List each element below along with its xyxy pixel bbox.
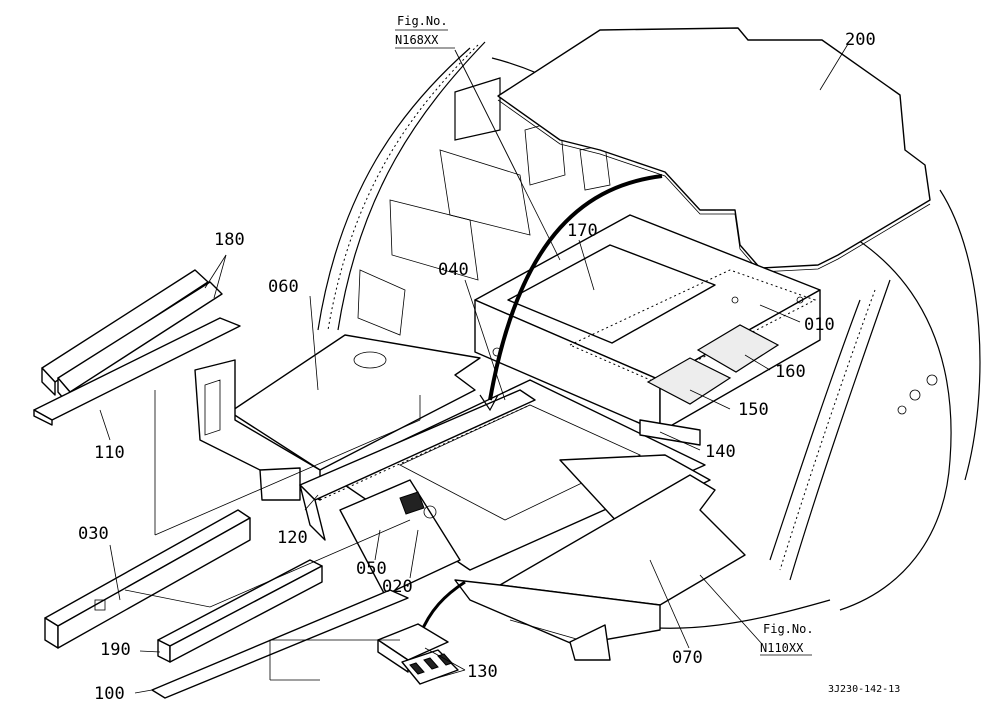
floor-assembly <box>194 214 821 661</box>
label-040: 040 <box>438 260 469 280</box>
figure-code: 3J230-142-13 <box>828 684 900 695</box>
label-130: 130 <box>467 662 498 682</box>
label-030: 030 <box>78 524 109 544</box>
part-100-sheet <box>151 589 409 699</box>
label-180: 180 <box>214 230 245 250</box>
part-110-strip <box>33 317 241 426</box>
part-030-beam <box>44 509 251 649</box>
part-190-bar <box>157 559 323 663</box>
label-050: 050 <box>356 559 387 579</box>
fig-ref-bottom-line1: Fig.No. <box>763 622 814 636</box>
label-100: 100 <box>94 684 125 704</box>
label-020: 020 <box>382 577 413 597</box>
label-110: 110 <box>94 443 125 463</box>
part-180-strips <box>41 269 223 407</box>
fig-ref-bottom-line2: N110XX <box>760 641 804 655</box>
label-200: 200 <box>845 30 876 50</box>
label-140: 140 <box>705 442 736 462</box>
label-070: 070 <box>672 648 703 668</box>
fig-ref-top-line1: Fig.No. <box>397 14 448 28</box>
fig-ref-top-line2: N168XX <box>395 33 439 47</box>
label-120: 120 <box>277 528 308 548</box>
leader-lines <box>99 29 849 694</box>
label-190: 190 <box>100 640 131 660</box>
part-labels: 200 180 170 060 040 010 160 150 110 140 … <box>78 14 900 704</box>
label-160: 160 <box>775 362 806 382</box>
label-010: 010 <box>804 315 835 335</box>
label-170: 170 <box>567 221 598 241</box>
part-130-clip <box>377 623 459 685</box>
label-150: 150 <box>738 400 769 420</box>
panel-200 <box>497 27 931 273</box>
label-060: 060 <box>268 277 299 297</box>
